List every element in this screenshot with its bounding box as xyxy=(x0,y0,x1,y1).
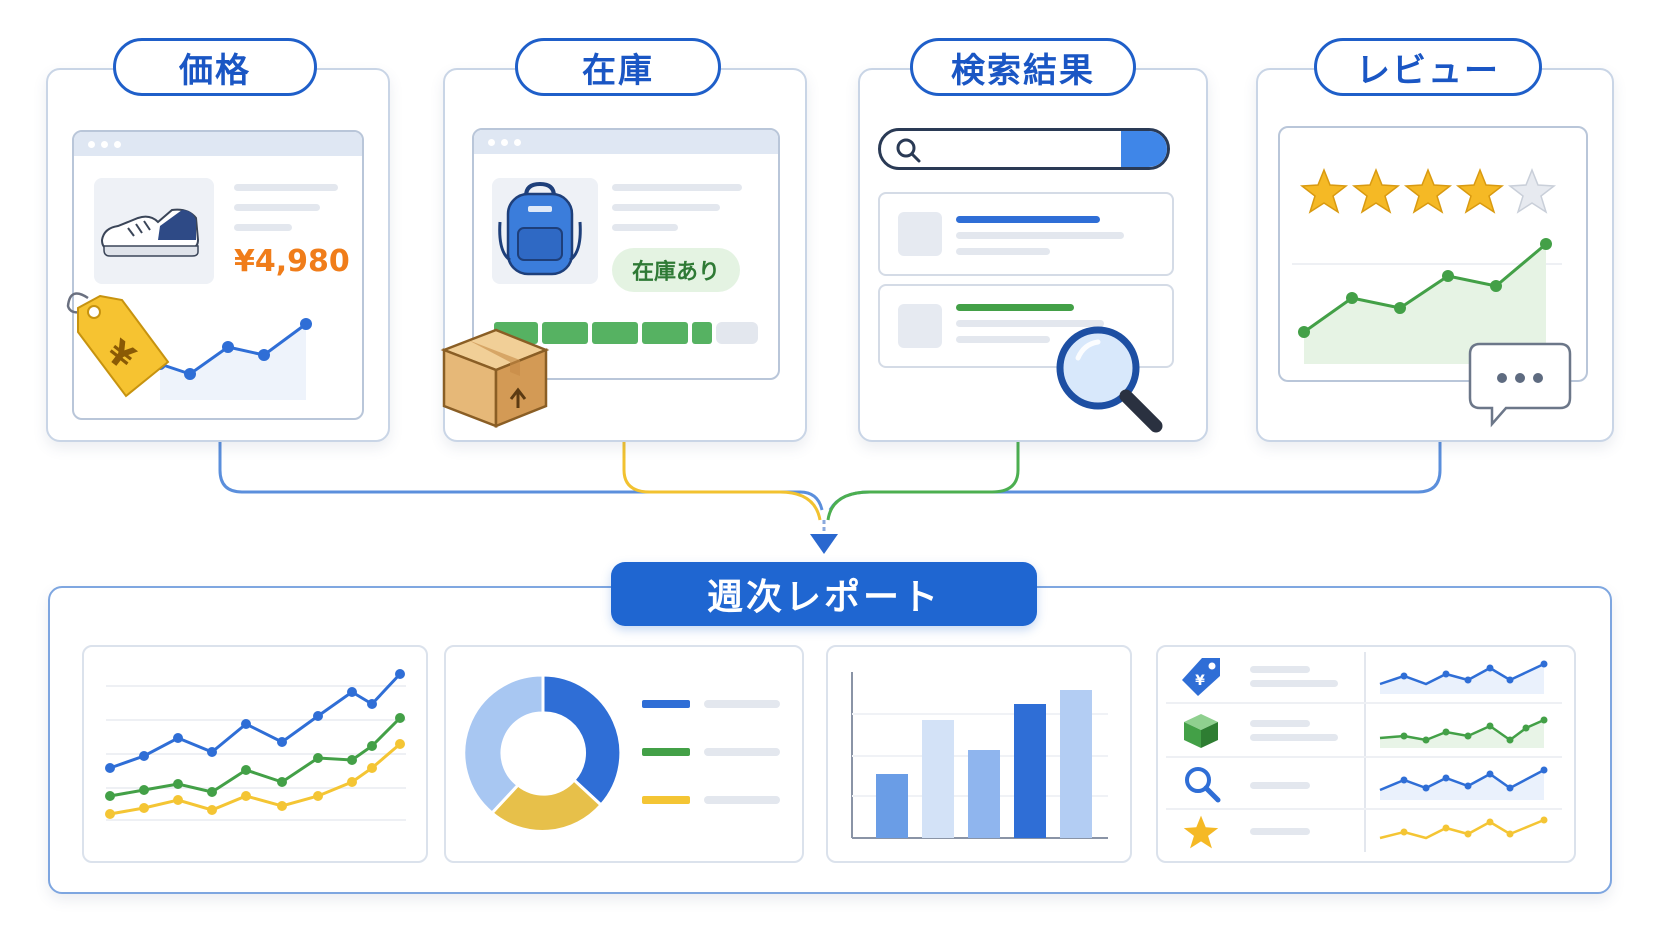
sneaker-icon xyxy=(100,208,200,257)
rating-stars xyxy=(1299,167,1557,214)
stock-level-bar xyxy=(494,322,758,344)
table-row-divider xyxy=(1166,808,1562,810)
weekly-report-title: 週次レポート xyxy=(611,562,1037,626)
star-icon xyxy=(1183,815,1219,849)
report-bar-chart xyxy=(851,672,1108,839)
sparkline-green xyxy=(1379,716,1548,748)
report-line-chart xyxy=(105,669,406,821)
donut-legend xyxy=(642,700,782,810)
window-titlebar xyxy=(74,132,362,156)
search-icon xyxy=(896,138,921,163)
star-icon xyxy=(1351,167,1401,214)
search-label: 検索結果 xyxy=(910,38,1136,96)
table-column-divider xyxy=(1364,652,1366,852)
star-icon xyxy=(1403,167,1453,214)
box-icon xyxy=(1184,714,1218,748)
sparkline-yellow xyxy=(1379,816,1548,840)
search-bar[interactable] xyxy=(878,128,1170,170)
backpack-icon xyxy=(498,181,582,276)
price-text: ¥4,980 xyxy=(234,244,350,279)
report-summary-table-panel xyxy=(1156,645,1576,863)
table-row-divider xyxy=(1166,702,1562,704)
table-row-divider xyxy=(1166,756,1562,758)
report-donut-chart xyxy=(462,673,623,833)
search-button[interactable] xyxy=(1121,131,1167,167)
bar xyxy=(1060,690,1092,838)
in-stock-badge: 在庫あり xyxy=(612,248,740,292)
search-icon xyxy=(1185,767,1221,803)
bar xyxy=(968,750,1000,838)
price-label: 価格 xyxy=(113,38,317,96)
star-icon xyxy=(1507,167,1557,214)
sparkline-blue-2 xyxy=(1379,766,1548,800)
series-yellow xyxy=(105,739,405,819)
review-trend-line xyxy=(1292,238,1562,364)
tag-icon: ¥ xyxy=(1182,658,1220,696)
search-result-item[interactable] xyxy=(878,192,1174,276)
speech-bubble-icon xyxy=(1468,342,1572,428)
star-icon xyxy=(1455,167,1505,214)
price-tag-icon: ¥ xyxy=(66,292,170,398)
window-titlebar xyxy=(474,130,778,154)
magnifier-icon xyxy=(1056,326,1163,433)
bar xyxy=(922,720,954,838)
review-label: レビュー xyxy=(1314,38,1542,96)
cardboard-box-icon xyxy=(440,328,550,428)
star-icon xyxy=(1299,167,1349,214)
sparkline-blue xyxy=(1379,660,1548,694)
bar xyxy=(876,774,908,838)
stock-label: 在庫 xyxy=(515,38,721,96)
series-green xyxy=(105,713,405,801)
bar xyxy=(1014,704,1046,838)
table-sparklines xyxy=(1379,660,1548,840)
svg-text:¥: ¥ xyxy=(1195,673,1205,689)
series-blue xyxy=(105,669,405,773)
